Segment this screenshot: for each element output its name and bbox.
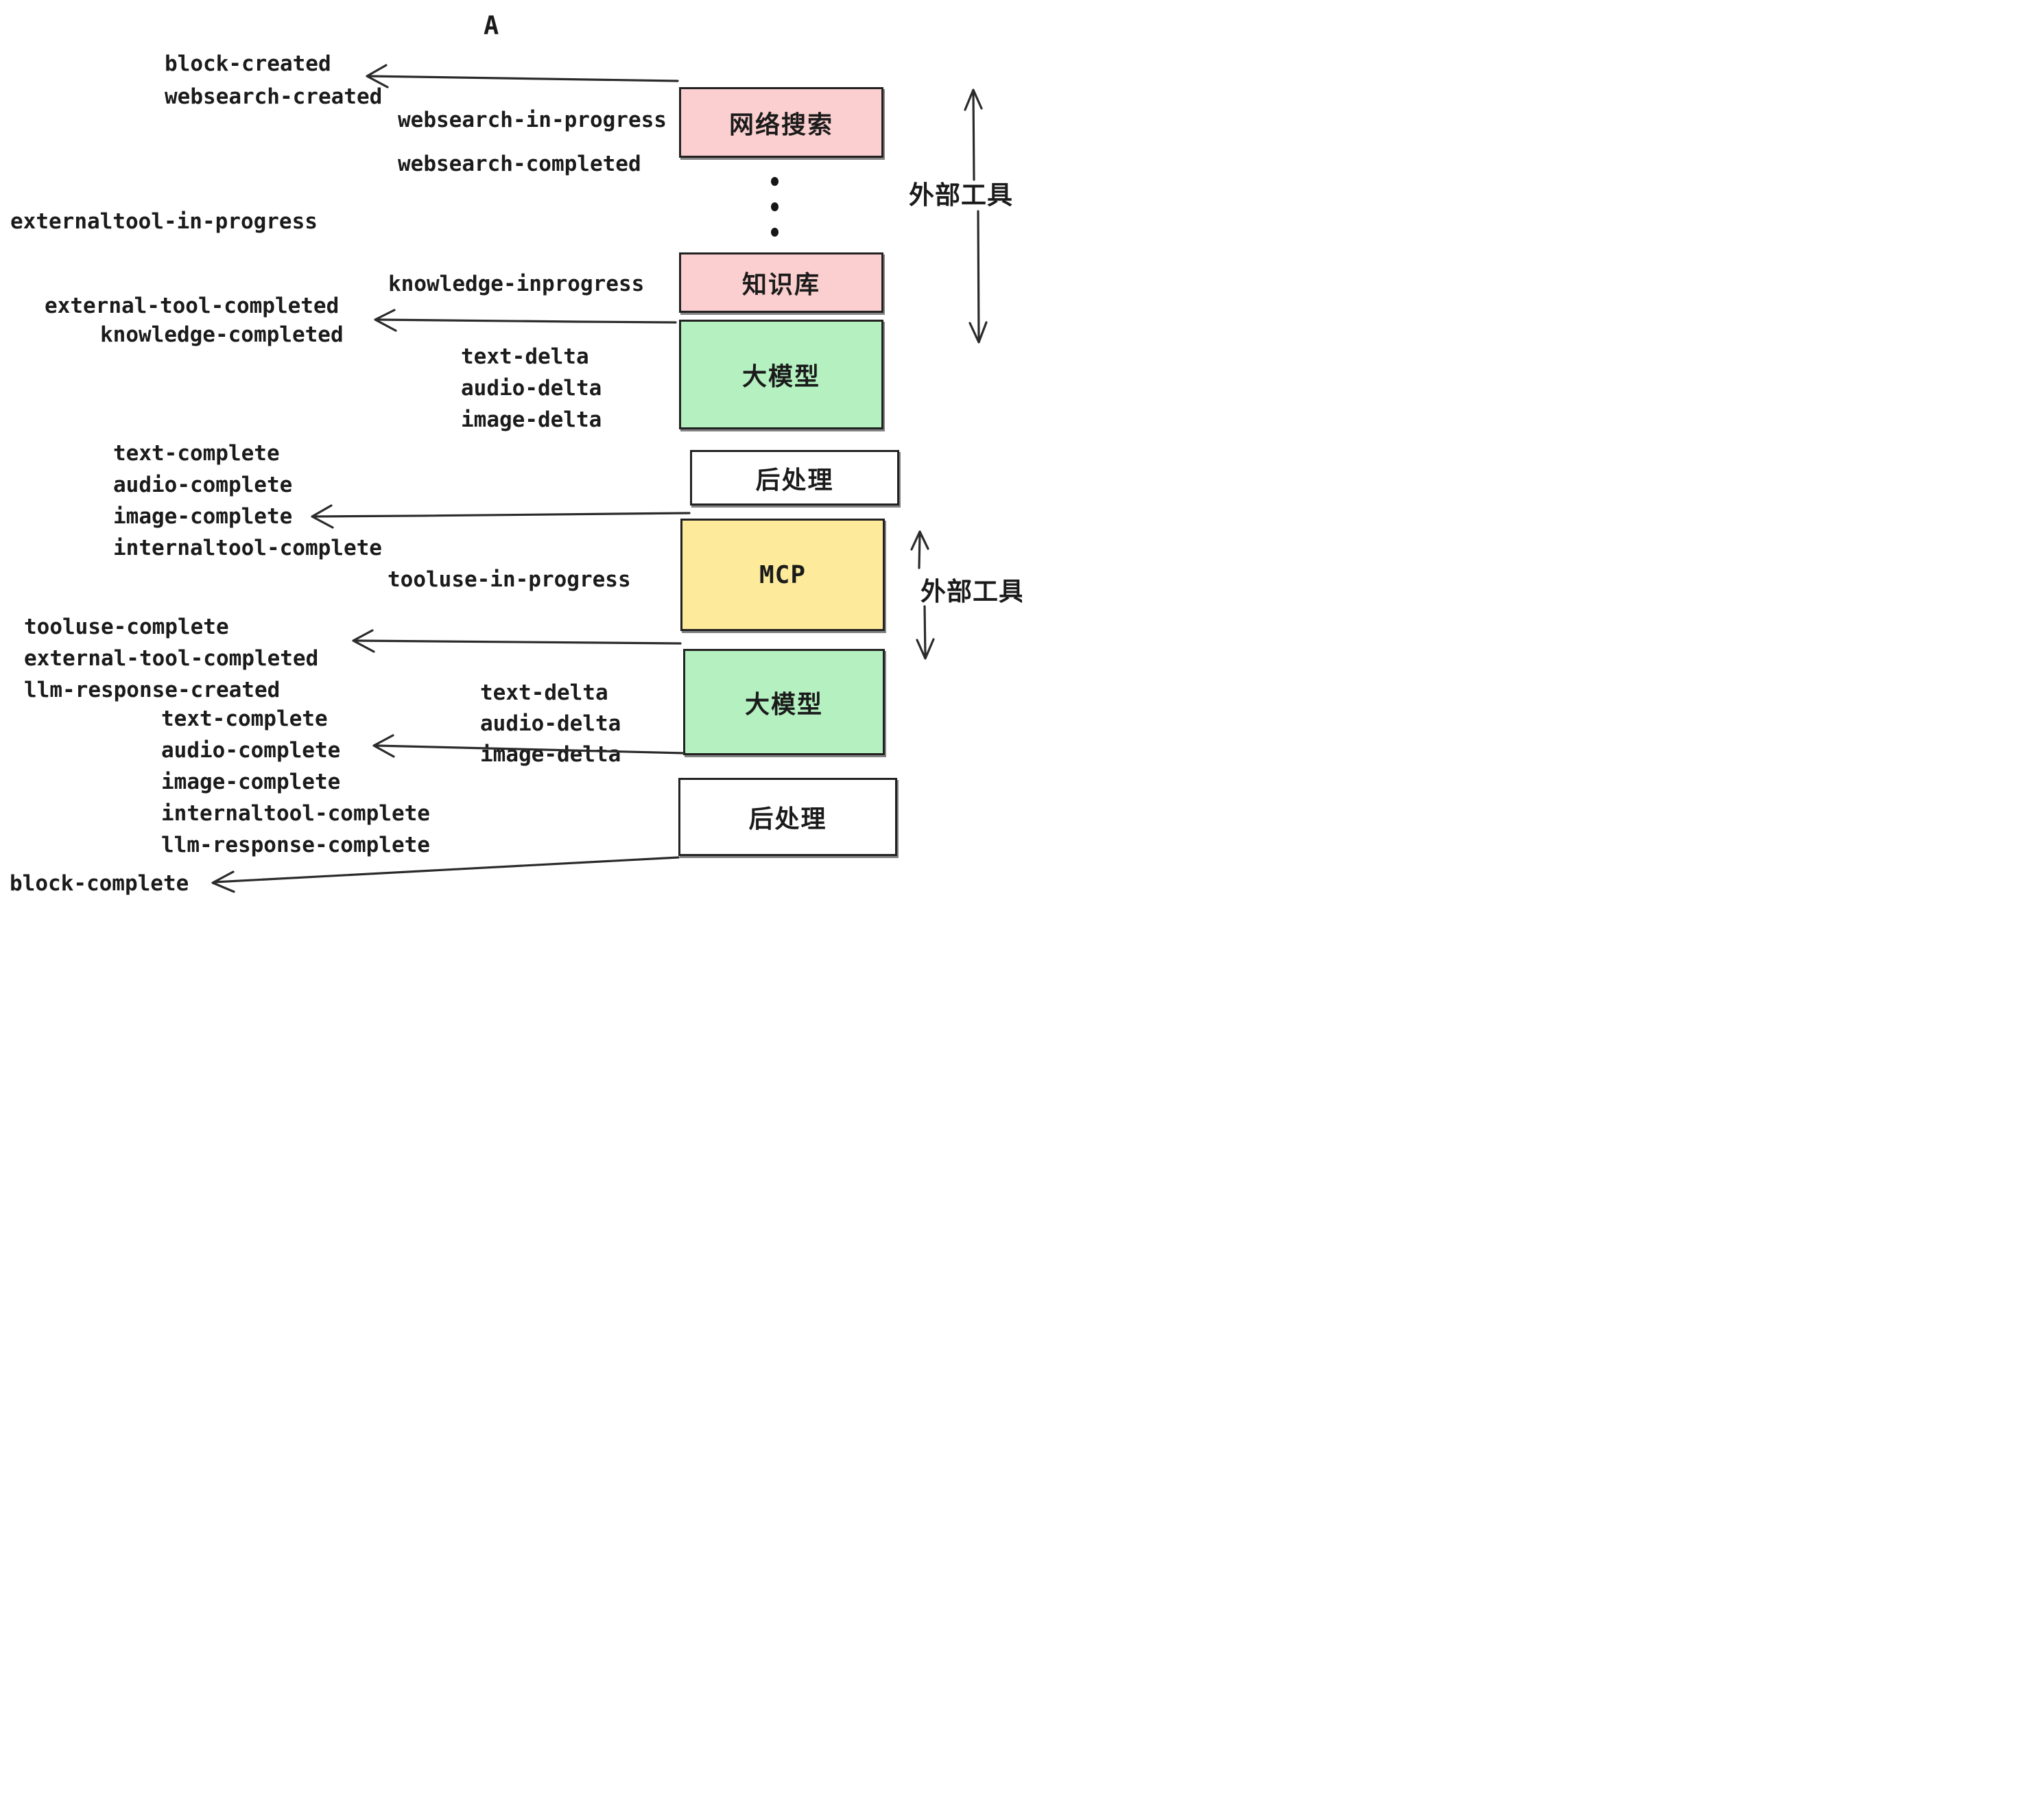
event-label-knowledge-completed: knowledge-completed — [100, 322, 344, 347]
event-label-external-tool-completed: external-tool-completed — [45, 294, 340, 318]
event-label-image-complete-1: image-complete — [113, 504, 293, 529]
external-tools-label-2: 外部工具 — [920, 577, 1022, 606]
event-label-tooluse-in-progress: tooluse-in-progress — [388, 567, 631, 592]
event-label-external-tool-completed-2: external-tool-completed — [24, 646, 319, 671]
node-mcp: MCP — [680, 519, 885, 631]
node-postprocess-2-label: 后处理 — [748, 805, 827, 833]
diagram-title: A — [484, 11, 500, 40]
arrow-to-image-complete — [313, 512, 691, 518]
event-label-knowledge-inprogress: knowledge-inprogress — [388, 272, 645, 296]
external-tools-down-arrowhead-2-icon — [916, 638, 935, 660]
event-label-websearch-in-progress: websearch-in-progress — [398, 108, 667, 132]
event-label-tooluse-complete: tooluse-complete — [24, 615, 229, 639]
arrow-to-external-tool-completed — [354, 639, 682, 645]
node-llm-2-label: 大模型 — [744, 690, 823, 719]
event-label-block-created: block-created — [165, 51, 331, 76]
event-label-image-complete-2: image-complete — [161, 770, 341, 794]
event-label-audio-delta-2: audio-delta — [480, 711, 621, 736]
external-tools-label-1: 外部工具 — [909, 180, 1013, 210]
arrowhead-to-image-complete-icon — [311, 504, 334, 529]
external-tools-down-arrowhead-1-icon — [968, 321, 988, 344]
event-label-externaltool-in-progress: externaltool-in-progress — [10, 209, 318, 234]
diagram-canvas: A block-created websearch-created websea… — [0, 0, 1022, 902]
node-postprocess-2: 后处理 — [678, 778, 897, 856]
event-label-websearch-completed: websearch-completed — [398, 152, 641, 176]
event-label-audio-complete-2: audio-complete — [161, 738, 341, 763]
node-llm-1: 大模型 — [679, 320, 883, 429]
event-label-text-delta-2: text-delta — [480, 680, 608, 705]
node-llm-2: 大模型 — [683, 649, 885, 755]
node-mcp-label: MCP — [759, 560, 807, 589]
event-label-image-delta-2: image-delta — [480, 742, 621, 767]
external-tools-up-arrow-1 — [972, 91, 975, 181]
arrowhead-to-external-tool-completed-icon — [352, 629, 375, 653]
event-label-llm-response-complete: llm-response-complete — [161, 833, 430, 857]
external-tools-up-arrow-2 — [918, 532, 921, 569]
external-tools-up-arrowhead-2-icon — [910, 530, 929, 551]
event-label-internaltool-complete-1: internaltool-complete — [113, 536, 382, 560]
arrowhead-to-knowledge-completed-icon — [374, 309, 397, 332]
event-label-text-delta-1: text-delta — [461, 344, 589, 369]
node-knowledge: 知识库 — [679, 252, 883, 313]
node-postprocess-1-label: 后处理 — [755, 466, 834, 495]
event-label-audio-complete-1: audio-complete — [113, 473, 293, 497]
arrowhead-to-block-complete-icon — [211, 870, 235, 893]
event-label-image-delta-1: image-delta — [461, 407, 602, 432]
node-postprocess-1: 后处理 — [690, 450, 899, 506]
event-label-internaltool-complete-2: internaltool-complete — [161, 801, 430, 826]
event-label-audio-delta-1: audio-delta — [461, 376, 602, 401]
arrowhead-to-audio-complete-icon — [372, 734, 395, 758]
event-label-text-complete-2: text-complete — [161, 707, 328, 731]
node-websearch: 网络搜索 — [679, 87, 883, 158]
event-label-text-complete-1: text-complete — [113, 441, 280, 466]
node-llm-1-label: 大模型 — [741, 363, 820, 391]
arrow-to-block-created — [368, 75, 679, 82]
event-label-websearch-created: websearch-created — [165, 84, 383, 109]
external-tools-up-arrowhead-1-icon — [964, 88, 983, 111]
arrow-to-knowledge-completed — [376, 318, 677, 324]
event-label-block-complete: block-complete — [10, 871, 189, 896]
vertical-ellipsis-icon — [771, 177, 779, 237]
event-label-llm-response-created: llm-response-created — [24, 678, 281, 702]
node-websearch-label: 网络搜索 — [728, 110, 833, 139]
external-tools-down-arrow-1 — [977, 210, 980, 342]
arrow-to-block-complete — [213, 856, 680, 883]
node-knowledge-label: 知识库 — [741, 271, 820, 299]
